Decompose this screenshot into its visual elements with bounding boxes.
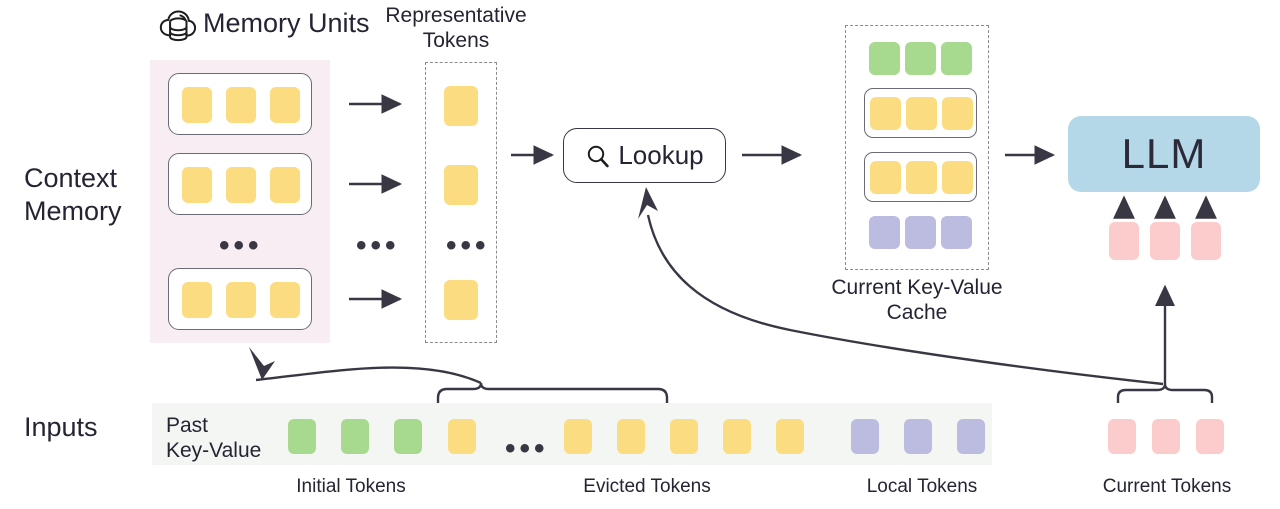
input-token-current (1108, 419, 1136, 454)
curve-evicted-to-context-memory (255, 366, 482, 385)
llm-input-token (1150, 222, 1180, 260)
kv-cache-local-token (941, 216, 972, 249)
memory-units-label: Memory Units (203, 8, 370, 38)
kv-cache-initial-token (905, 42, 936, 75)
llm-input-token (1191, 222, 1221, 260)
kv-cache-label: Current Key-Value Cache (831, 276, 1003, 324)
row-label-inputs: Inputs (24, 412, 98, 442)
kv-cache-local-token (905, 216, 936, 249)
mapping-ellipsis: ••• (356, 229, 400, 262)
brace-current-tokens (1116, 383, 1214, 403)
lookup-box[interactable]: Lookup (563, 128, 726, 183)
kv-cache-retrieved-token (906, 161, 937, 194)
caption-local-tokens: Local Tokens (866, 476, 978, 497)
representative-token-1 (444, 86, 478, 126)
input-token-initial (394, 419, 422, 454)
kv-cache-retrieved-token (942, 97, 973, 130)
row-label-context-memory: Context Memory (24, 163, 122, 226)
cloud-database-icon (157, 4, 199, 46)
input-token-initial (288, 419, 316, 454)
kv-cache-initial-token (869, 42, 900, 75)
input-token-local (851, 419, 879, 454)
memory-token (270, 87, 300, 123)
kv-cache-retrieved-token (942, 161, 973, 194)
memory-token (226, 167, 256, 203)
memory-token (182, 87, 212, 123)
input-token-evicted (776, 419, 804, 454)
memory-token (270, 282, 300, 318)
arrowhead-current-tokens-to-lookup (638, 187, 658, 219)
search-icon (588, 145, 610, 167)
caption-initial-tokens: Initial Tokens (296, 476, 406, 497)
input-token-evicted (564, 419, 592, 454)
kv-cache-initial-token (941, 42, 972, 75)
memory-unit-2[interactable] (168, 153, 312, 215)
input-token-evicted (617, 419, 645, 454)
representative-token-n (444, 280, 478, 320)
input-token-evicted (670, 419, 698, 454)
kv-cache-local-token (869, 216, 900, 249)
representative-tokens-container (425, 62, 497, 343)
input-token-local (904, 419, 932, 454)
llm-box[interactable]: LLM (1068, 116, 1260, 192)
brace-evicted-tokens (436, 382, 669, 403)
kv-cache-retrieved-unit-1 (864, 88, 977, 138)
kv-cache-retrieved-unit-2 (864, 152, 977, 202)
caption-current-tokens: Current Tokens (1102, 476, 1232, 497)
input-token-evicted (448, 419, 476, 454)
input-token-initial (341, 419, 369, 454)
kv-cache-retrieved-token (870, 97, 901, 130)
lookup-label: Lookup (618, 140, 704, 170)
input-token-current (1196, 419, 1224, 454)
memory-unit-1[interactable] (168, 73, 312, 135)
input-token-local (957, 419, 985, 454)
representative-tokens-ellipsis: ••• (446, 229, 490, 262)
input-token-current (1152, 419, 1180, 454)
memory-token (182, 282, 212, 318)
representative-token-2 (444, 165, 478, 205)
kv-cache-retrieved-token (870, 161, 901, 194)
arrowhead-evicted-to-context-memory (249, 347, 275, 380)
memory-token (226, 87, 256, 123)
llm-label: LLM (1121, 130, 1207, 177)
kv-cache-retrieved-token (906, 97, 937, 130)
input-token-evicted (723, 419, 751, 454)
llm-input-token (1109, 222, 1139, 260)
past-key-value-label: Past Key-Value (166, 414, 262, 462)
memory-unit-n[interactable] (168, 268, 312, 330)
memory-units-ellipsis: ••• (219, 229, 263, 262)
memory-token (226, 282, 256, 318)
memory-token (270, 167, 300, 203)
representative-tokens-label: Representative Tokens (385, 4, 527, 52)
memory-token (182, 167, 212, 203)
caption-evicted-tokens: Evicted Tokens (583, 476, 711, 497)
input-tokens-ellipsis: ••• (505, 432, 549, 465)
